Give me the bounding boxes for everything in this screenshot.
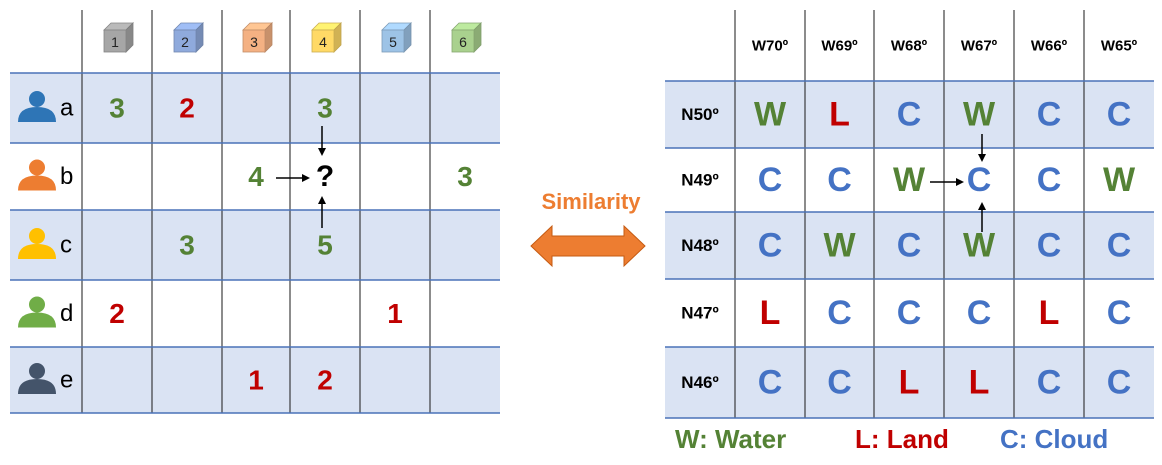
terrain-value: L xyxy=(760,294,781,332)
latitude-header: N46º xyxy=(681,373,718,392)
longitude-header: W70º xyxy=(752,38,789,55)
terrain-value: W xyxy=(963,96,996,134)
latitude-header: N47º xyxy=(681,304,718,323)
terrain-value: C xyxy=(758,161,783,199)
terrain-value: C xyxy=(1107,227,1132,265)
row-band xyxy=(10,73,500,143)
rating-value: 3 xyxy=(457,161,473,192)
terrain-value: C xyxy=(758,227,783,265)
longitude-header: W68º xyxy=(891,38,928,55)
terrain-value: C xyxy=(897,96,922,134)
terrain-value: C xyxy=(758,364,783,402)
rating-value: 3 xyxy=(109,93,125,124)
latitude-header: N49º xyxy=(681,171,718,190)
user-icon xyxy=(18,228,56,259)
terrain-value: C xyxy=(1037,96,1062,134)
item-cube-icon: 3 xyxy=(242,22,273,53)
terrain-value: C xyxy=(1037,364,1062,402)
user-icon xyxy=(18,296,56,328)
unknown-rating: ? xyxy=(316,160,334,193)
item-cube-icon: 4 xyxy=(311,22,342,53)
row-band xyxy=(10,347,500,413)
row-band xyxy=(10,210,500,280)
row-band xyxy=(665,347,1154,418)
terrain-value: W xyxy=(1103,161,1136,199)
rating-value: 2 xyxy=(317,365,333,396)
longitude-header: W67º xyxy=(961,38,998,55)
user-icon xyxy=(18,91,56,122)
item-number: 5 xyxy=(389,34,397,50)
terrain-value: C xyxy=(897,294,922,332)
item-cube-icon: 6 xyxy=(451,22,482,53)
rating-value: 2 xyxy=(179,93,195,124)
legend-land: L: Land xyxy=(855,424,949,454)
latitude-header: N48º xyxy=(681,236,718,255)
user-icon xyxy=(18,159,56,191)
longitude-header: W66º xyxy=(1031,38,1068,55)
terrain-value: W xyxy=(963,227,996,265)
item-number: 1 xyxy=(111,34,119,50)
item-number: 6 xyxy=(459,34,467,50)
terrain-value: W xyxy=(893,161,926,199)
terrain-value: L xyxy=(1039,294,1060,332)
rating-value: 4 xyxy=(248,161,264,192)
terrain-value: C xyxy=(967,161,992,199)
user-item-table: 1 2 3 4 5 6 a b c d e 3 2 3 4? 3 3 5 2 1 1 2 xyxy=(10,10,500,414)
longitude-header: W65º xyxy=(1101,38,1138,55)
terrain-value: C xyxy=(1107,96,1132,134)
terrain-value: C xyxy=(967,294,992,332)
latitude-header: N50º xyxy=(681,105,718,124)
item-cube-icon: 1 xyxy=(103,22,134,53)
terrain-value: W xyxy=(823,227,856,265)
terrain-value: C xyxy=(1037,227,1062,265)
user-name: a xyxy=(60,95,74,122)
user-icon xyxy=(18,363,56,394)
geo-grid-table: W70º W69º W68º W67º W66º W65ºN50ºN49ºN48ºN47º… xyxy=(665,10,1154,419)
legend-cloud: C: Cloud xyxy=(1000,424,1109,454)
rating-value: 3 xyxy=(179,230,195,261)
user-name: b xyxy=(60,163,73,190)
terrain-value: C xyxy=(827,364,852,402)
item-cube-icon: 5 xyxy=(381,22,412,53)
terrain-value: L xyxy=(899,364,920,402)
rating-value: 5 xyxy=(317,230,333,261)
item-cube-icon: 2 xyxy=(173,22,204,53)
similarity-label: Similarity xyxy=(541,189,641,214)
similarity-double-arrow xyxy=(530,224,646,268)
item-number: 2 xyxy=(181,34,189,50)
user-name: d xyxy=(60,300,73,327)
terrain-value: C xyxy=(1107,364,1132,402)
terrain-value: W xyxy=(754,96,787,134)
item-number: 3 xyxy=(250,34,258,50)
rating-value: 3 xyxy=(317,93,333,124)
longitude-header: W69º xyxy=(821,38,858,55)
terrain-value: L xyxy=(829,96,850,134)
user-name: e xyxy=(60,367,73,394)
terrain-value: L xyxy=(969,364,990,402)
user-name: c xyxy=(60,232,72,259)
terrain-value: C xyxy=(897,227,922,265)
terrain-value: C xyxy=(827,294,852,332)
rating-value: 1 xyxy=(248,365,264,396)
terrain-value: C xyxy=(1107,294,1132,332)
item-number: 4 xyxy=(319,34,327,50)
legend-water: W: Water xyxy=(675,424,787,454)
terrain-value: C xyxy=(1037,161,1062,199)
row-band xyxy=(665,212,1154,279)
terrain-value: C xyxy=(827,161,852,199)
row-band xyxy=(665,81,1154,148)
rating-value: 1 xyxy=(387,298,403,329)
rating-value: 2 xyxy=(109,298,125,329)
